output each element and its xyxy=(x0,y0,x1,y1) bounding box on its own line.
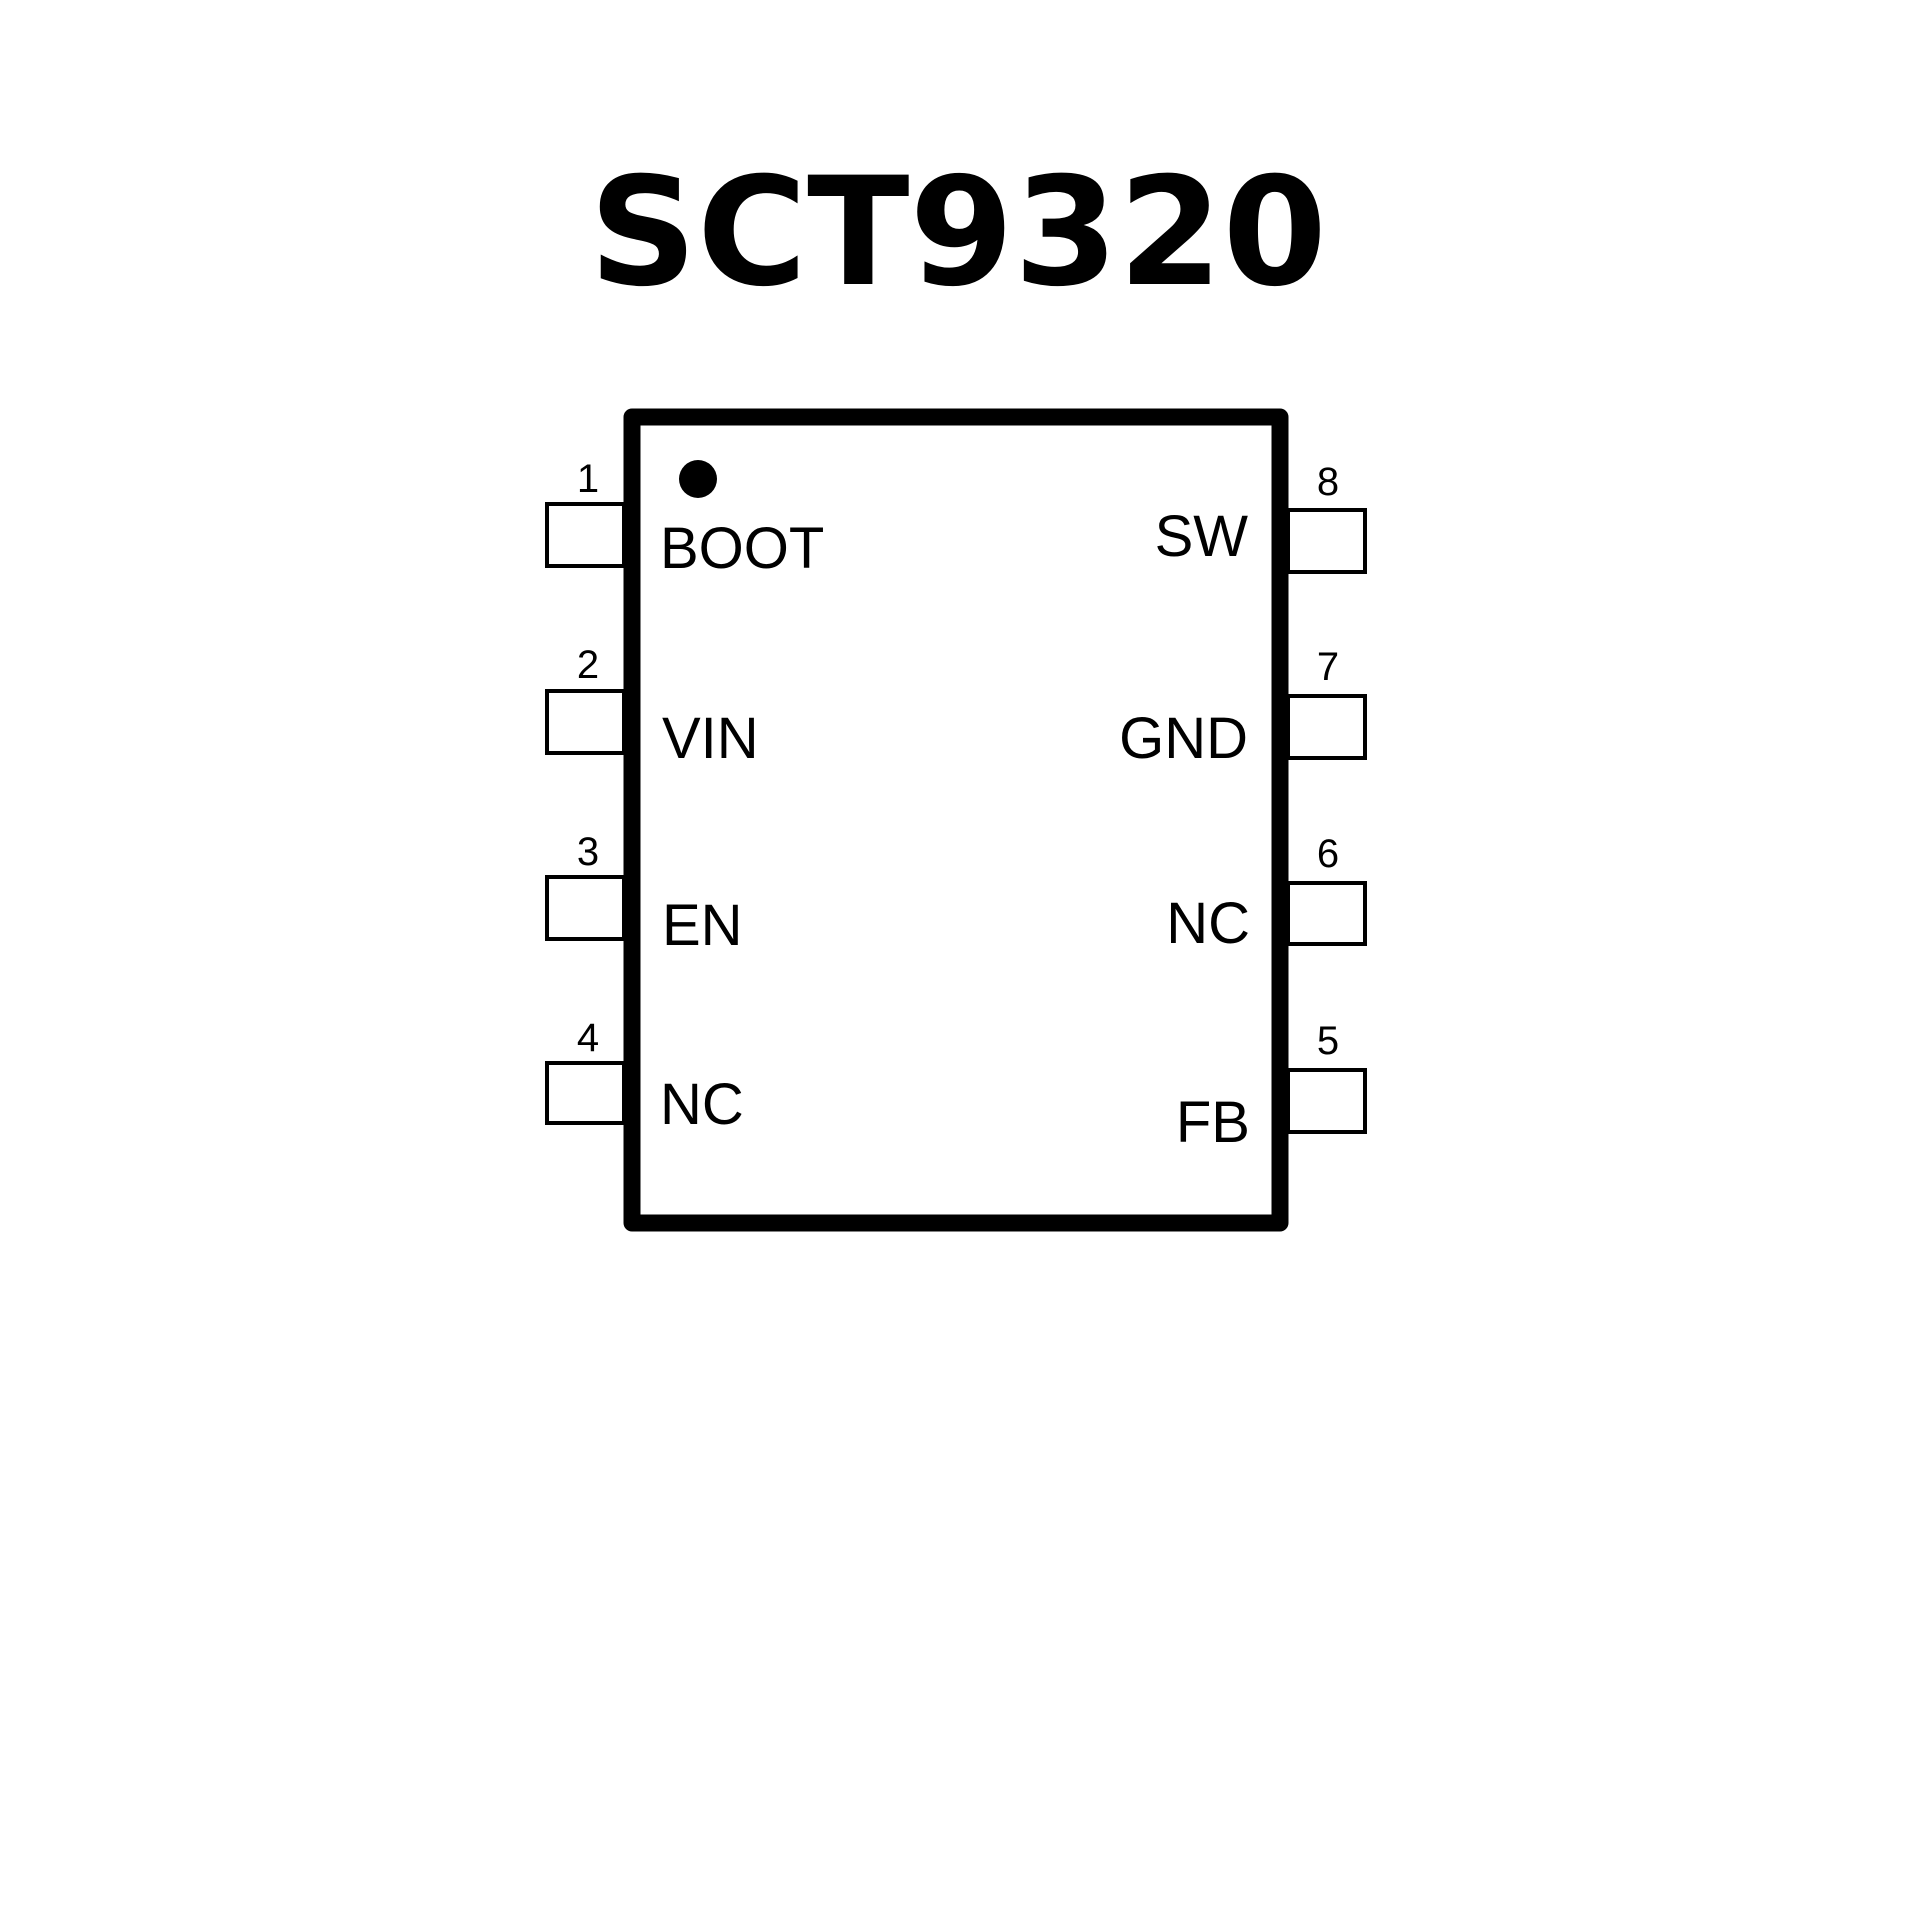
pin-8: 8 SW xyxy=(1155,460,1367,574)
pin-label: FB xyxy=(1176,1090,1250,1155)
pin-3: 3 EN xyxy=(545,830,743,958)
pin-pad xyxy=(545,502,626,568)
chip-title: SCT9320 xyxy=(589,146,1327,320)
pin-number: 1 xyxy=(577,457,599,501)
pin-label: GND xyxy=(1119,706,1248,771)
pin-number: 8 xyxy=(1317,460,1339,504)
pin-pad xyxy=(1286,508,1367,574)
pin-label: BOOT xyxy=(660,516,824,581)
pin-number: 7 xyxy=(1317,645,1339,689)
pin-label: NC xyxy=(1166,891,1250,956)
pin-number: 6 xyxy=(1317,832,1339,876)
pin-number: 5 xyxy=(1317,1019,1339,1063)
pin-number: 3 xyxy=(577,830,599,874)
pin-label: EN xyxy=(662,893,743,958)
pin1-marker-dot xyxy=(679,460,717,498)
pin-pad xyxy=(545,875,626,941)
pin-1: 1 BOOT xyxy=(545,457,824,581)
pin-7: 7 GND xyxy=(1119,645,1367,771)
pin-pad xyxy=(1286,1068,1367,1134)
pin-4: 4 NC xyxy=(545,1016,744,1137)
pin-5: 5 FB xyxy=(1176,1019,1367,1155)
pin-label: VIN xyxy=(662,706,759,771)
pin-2: 2 VIN xyxy=(545,643,759,771)
pin-number: 4 xyxy=(577,1016,599,1060)
pin-pad xyxy=(1286,881,1367,946)
pin-pad xyxy=(1286,694,1367,760)
pin-number: 2 xyxy=(577,643,599,687)
pin-pad xyxy=(545,689,626,755)
pin-label: SW xyxy=(1155,504,1249,569)
pin-6: 6 NC xyxy=(1166,832,1367,956)
pin-label: NC xyxy=(660,1072,744,1137)
chip-body xyxy=(623,408,1289,1232)
pin-pad xyxy=(545,1061,626,1125)
